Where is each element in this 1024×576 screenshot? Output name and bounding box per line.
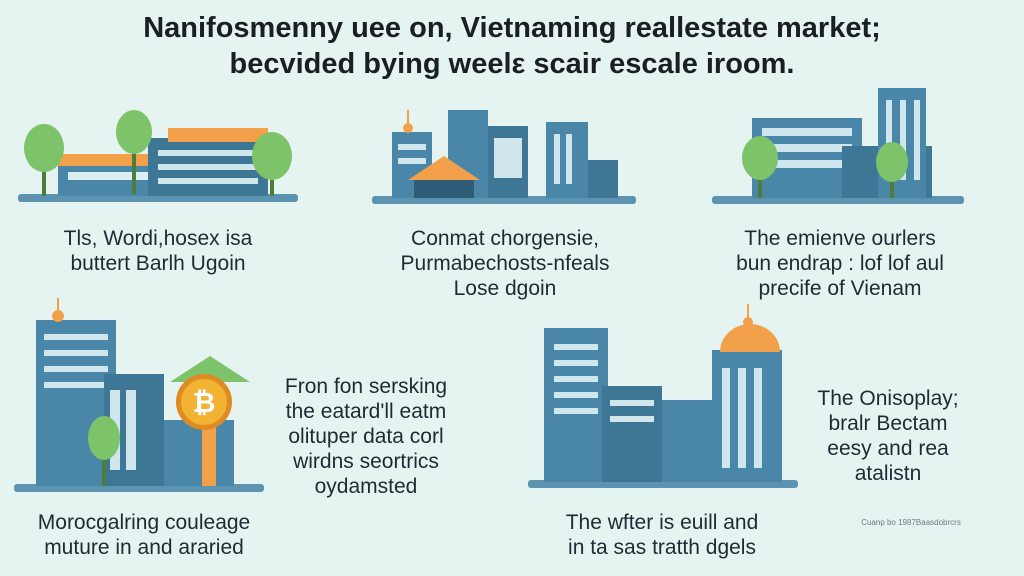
tree-icon <box>252 132 292 196</box>
tree-icon <box>876 142 908 198</box>
page-title: Nanifosmenny uee on, Vietnaming reallest… <box>0 10 1024 82</box>
panel-2-caption: Conmat chorgensie, Purmabechosts-nfeals … <box>400 227 610 300</box>
panel-7-caption: The Onisoplay; bralr Bectam eesy and rea… <box>817 387 959 485</box>
panel-5-caption: Morocgalring couleage muture in and arar… <box>37 511 251 559</box>
tree-icon <box>742 136 778 198</box>
scene-towers-coin <box>14 290 264 500</box>
title-line-1: Nanifosmenny uee on, Vietnaming reallest… <box>143 12 881 44</box>
tree-icon <box>88 416 120 486</box>
scene-towers-trees <box>712 84 964 210</box>
scene-city-block <box>368 100 640 210</box>
footnote: Cuanp bo 1987Baasdobrcrs <box>861 518 961 527</box>
panel-6-caption: The wfter is euill and in ta sas tratth … <box>565 511 759 559</box>
panel-4-caption: Fron fon sersking the eatard'll eatm oli… <box>284 375 448 498</box>
scene-towers-dome <box>526 300 800 496</box>
panel-3-caption: The emienve ourlers bun endrap : lof lof… <box>736 227 944 300</box>
tree-icon <box>24 124 64 196</box>
bitcoin-symbol: ₿ <box>192 385 216 419</box>
scene-houses-trees <box>18 108 298 210</box>
tree-icon <box>116 110 152 194</box>
title-line-2: becvided bying weelε scair escale iroom. <box>229 48 795 80</box>
bitcoin-coin-icon: ₿ <box>176 374 232 430</box>
panel-1-caption: Tls, Wordi,hosex isa buttert Barlh Ugoin <box>63 227 253 275</box>
